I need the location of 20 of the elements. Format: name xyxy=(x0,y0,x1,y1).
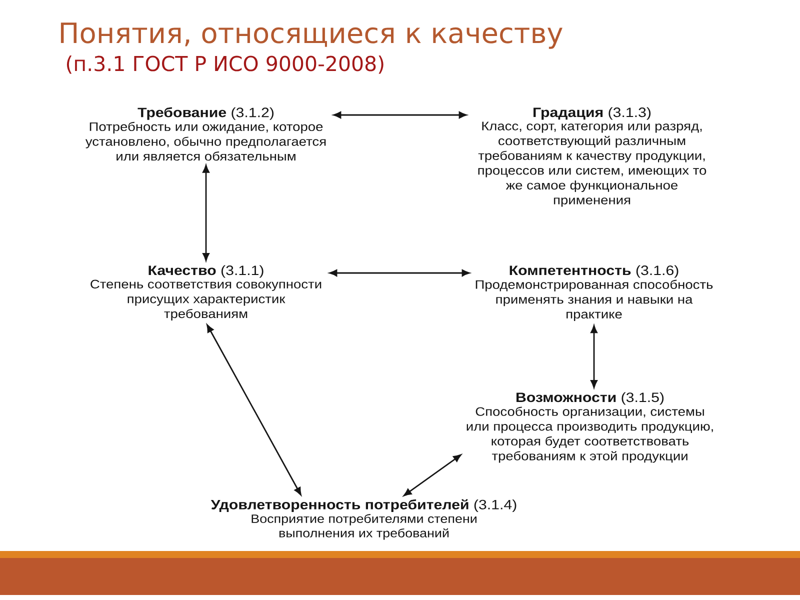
term-heading: Возможности (3.1.5) xyxy=(516,392,664,405)
term-heading: Качество (3.1.1) xyxy=(148,265,264,278)
definition-text: Восприятие потребителями степени выполнения их требований xyxy=(252,514,476,540)
slide-title: Понятия, относящиеся к качеству xyxy=(60,22,562,49)
arrow xyxy=(206,324,302,496)
term-heading: Градация (3.1.3) xyxy=(534,107,651,120)
definition-text: Продемонстрированная способность применять знания и навыки на практике xyxy=(476,280,713,321)
arrow xyxy=(404,454,462,496)
subtitle: (п.3.1 ГОСТ Р ИСО 9000-2008) xyxy=(66,55,384,74)
arrow xyxy=(329,270,470,276)
arrow xyxy=(590,325,598,388)
definition-text: Потребность или ожидание, которое установлено, обычно предполагается или является обязательным xyxy=(85,122,326,161)
definition-text: Степень соответствия совокупности присущих характеристик требованиям xyxy=(90,280,322,321)
arrow xyxy=(333,112,467,118)
term-heading: Удовлетворенность потребителей (3.1.4) xyxy=(210,499,516,512)
term-heading: Компетентность (3.1.6) xyxy=(510,265,678,278)
term-heading: Требование (3.1.2) xyxy=(138,107,274,120)
arrow xyxy=(202,164,210,261)
definition-text: Способность организации, системы или процесса производить продукцию, которая будет соответствовать требованиям к этой продукции xyxy=(466,406,713,463)
definition-text: Класс, сорт, категория или разряд, соответствующий различным требованиям к качеству продукции, процессов или систем, имеющих то же самое функциональное применения xyxy=(478,122,706,207)
